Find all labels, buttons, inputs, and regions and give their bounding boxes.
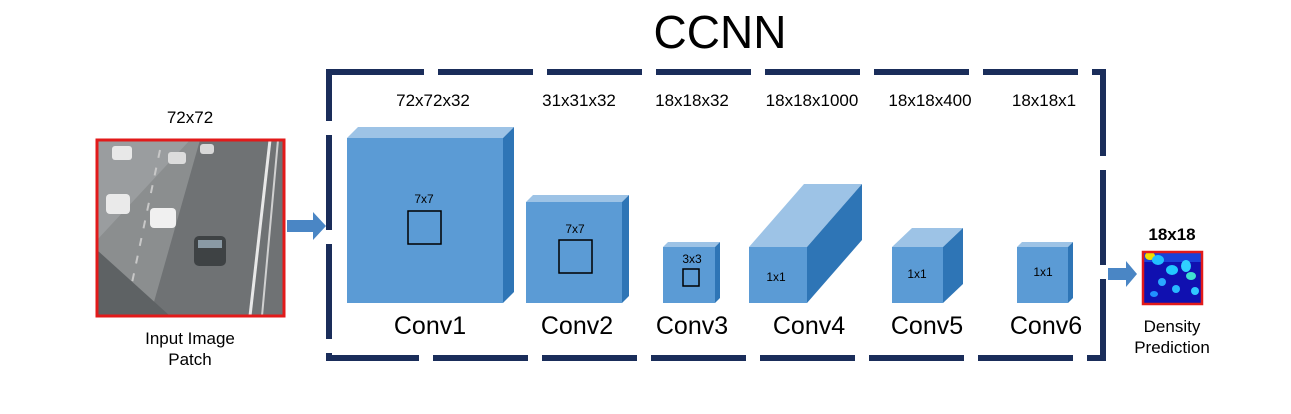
conv4-output-dim: 18x18x1000 bbox=[765, 91, 859, 110]
conv2-kernel-box bbox=[558, 239, 593, 274]
conv1-label: Conv1 bbox=[393, 312, 467, 340]
conv6-block bbox=[1017, 242, 1073, 303]
conv3-kernel-label: 3x3 bbox=[682, 252, 702, 266]
input-size-label: 72x72 bbox=[166, 108, 214, 127]
conv3-label: Conv3 bbox=[655, 312, 729, 340]
conv5-block bbox=[892, 228, 963, 303]
conv3-block bbox=[663, 242, 720, 303]
conv6-kernel-label: 1x1 bbox=[1033, 265, 1053, 279]
conv6-label: Conv6 bbox=[1009, 312, 1083, 340]
density-map bbox=[1141, 250, 1204, 306]
conv4-block bbox=[749, 184, 862, 303]
diagram-title: CCNN bbox=[653, 6, 787, 58]
conv1-kernel-label: 7x7 bbox=[414, 192, 434, 206]
input-caption-line2: Patch bbox=[168, 350, 212, 369]
conv4-label: Conv4 bbox=[772, 312, 846, 340]
conv2-label: Conv2 bbox=[540, 312, 614, 340]
conv3-kernel-box bbox=[682, 268, 700, 287]
conv2-output-dim: 31x31x32 bbox=[542, 91, 616, 110]
output-caption-line1: Density bbox=[1143, 317, 1201, 336]
input-image-patch bbox=[95, 138, 286, 318]
input-arrow bbox=[287, 212, 326, 240]
output-caption-line2: Prediction bbox=[1134, 338, 1210, 357]
conv5-output-dim: 18x18x400 bbox=[888, 91, 972, 110]
conv2-block bbox=[526, 195, 629, 303]
conv1-kernel-box bbox=[407, 210, 442, 245]
conv3-output-dim: 18x18x32 bbox=[655, 91, 729, 110]
conv4-kernel-label: 1x1 bbox=[766, 270, 786, 284]
ccnn-frame bbox=[326, 69, 1106, 361]
conv6-output-dim: 18x18x1 bbox=[1011, 91, 1077, 110]
conv1-output-dim: 72x72x32 bbox=[396, 91, 470, 110]
conv1-block bbox=[347, 127, 514, 303]
conv5-kernel-label: 1x1 bbox=[907, 267, 927, 281]
output-caption: Density Prediction bbox=[1112, 316, 1232, 358]
input-caption: Input Image Patch bbox=[120, 328, 260, 370]
input-caption-line1: Input Image bbox=[145, 329, 235, 348]
conv5-label: Conv5 bbox=[890, 312, 964, 340]
output-arrow bbox=[1108, 261, 1137, 287]
conv2-kernel-label: 7x7 bbox=[565, 222, 585, 236]
output-size-label: 18x18 bbox=[1148, 225, 1196, 244]
